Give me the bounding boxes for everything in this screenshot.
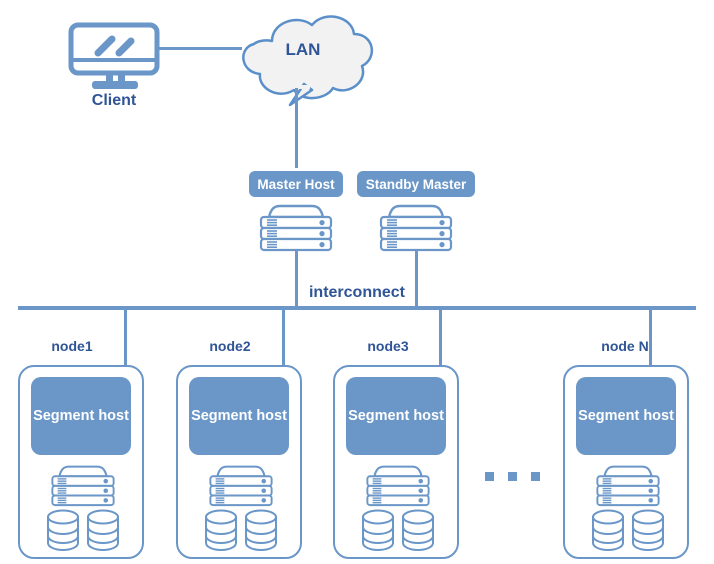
node3-drop-link bbox=[439, 308, 442, 366]
segment-host-box-nodeN[interactable]: Segment host bbox=[576, 377, 676, 455]
node-card-nodeN[interactable]: Segment host bbox=[563, 365, 689, 559]
node2-label: node2 bbox=[209, 338, 251, 354]
disk-cylinders-node3 bbox=[361, 509, 437, 553]
server-rack-icon-node1 bbox=[48, 463, 118, 507]
lan-cloud-icon bbox=[228, 8, 380, 113]
server-rack-icon-node3 bbox=[363, 463, 433, 507]
segment-host-box-node2[interactable]: Segment host bbox=[189, 377, 289, 455]
nodeN-label: node N bbox=[601, 338, 649, 354]
server-rack-icon-node2 bbox=[206, 463, 276, 507]
standby-to-interconnect-link bbox=[415, 250, 418, 306]
ellipsis-dot bbox=[531, 472, 540, 481]
client-to-lan-link bbox=[157, 47, 242, 50]
disk-cylinders-node2 bbox=[204, 509, 280, 553]
segment-host-box-node1[interactable]: Segment host bbox=[31, 377, 131, 455]
master-host-badge[interactable]: Master Host bbox=[249, 171, 343, 197]
ellipsis-indicator bbox=[485, 472, 540, 481]
nodeN-drop-link bbox=[649, 308, 652, 366]
lan-label: LAN bbox=[285, 40, 321, 59]
ellipsis-dot bbox=[485, 472, 494, 481]
node-card-node1[interactable]: Segment host bbox=[18, 365, 144, 559]
node3-label: node3 bbox=[367, 338, 409, 354]
interconnect-bus bbox=[18, 306, 696, 310]
master-to-interconnect-link bbox=[295, 250, 298, 306]
lan-to-master-link bbox=[295, 88, 298, 168]
standby-master-badge[interactable]: Standby Master bbox=[357, 171, 475, 197]
node-card-node3[interactable]: Segment host bbox=[333, 365, 459, 559]
disk-cylinders-nodeN bbox=[591, 509, 667, 553]
node1-label: node1 bbox=[51, 338, 93, 354]
master-host-server-rack-icon bbox=[256, 203, 336, 252]
client-label: Client bbox=[91, 92, 137, 109]
node1-drop-link bbox=[124, 308, 127, 366]
disk-cylinders-node1 bbox=[46, 509, 122, 553]
standby-master-server-rack-icon bbox=[376, 203, 456, 252]
desktop-monitor-icon bbox=[68, 22, 160, 92]
server-rack-icon-nodeN bbox=[593, 463, 663, 507]
node-card-node2[interactable]: Segment host bbox=[176, 365, 302, 559]
segment-host-box-node3[interactable]: Segment host bbox=[346, 377, 446, 455]
interconnect-label: interconnect bbox=[308, 284, 405, 301]
node2-drop-link bbox=[282, 308, 285, 366]
ellipsis-dot bbox=[508, 472, 517, 481]
